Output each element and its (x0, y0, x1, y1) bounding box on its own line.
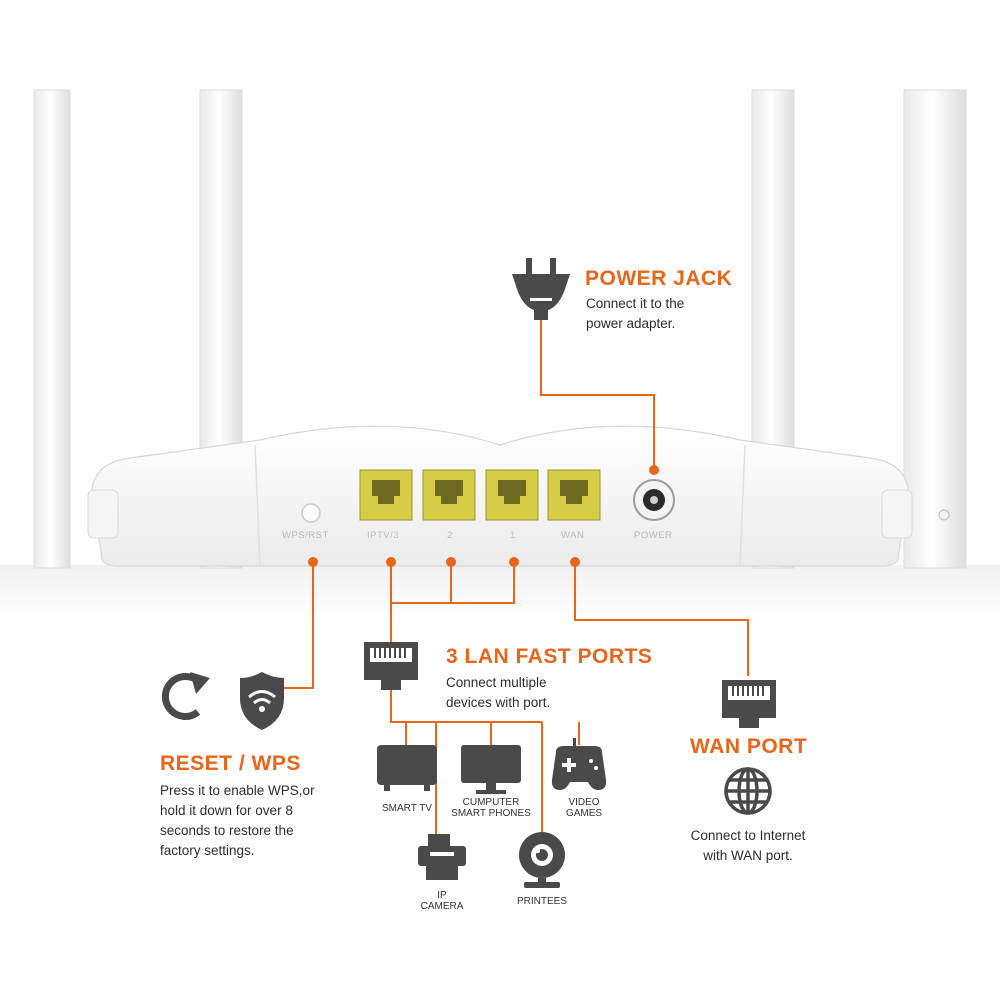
webcam-icon (519, 832, 565, 888)
port1-label: 1 (510, 530, 516, 541)
reset-wps-heading: RESET / WPS (160, 752, 301, 775)
ip-camera-label: IP CAMERA (420, 890, 464, 912)
power-jack[interactable] (633, 479, 675, 521)
video-games-label: VIDEO GAMES (565, 797, 603, 819)
power-label: POWER (634, 530, 673, 541)
port-2[interactable] (422, 469, 476, 521)
reset-wps-description: Press it to enable WPS,or hold it down f… (160, 783, 315, 858)
port2-label: 2 (447, 530, 453, 541)
connector-lines (282, 320, 749, 834)
gamepad-icon (551, 738, 607, 790)
lan-ethernet-icon (364, 642, 418, 690)
lan-heading: 3 LAN FAST PORTS (446, 645, 653, 668)
connector-dots (308, 465, 659, 567)
antenna-far-left (33, 89, 71, 569)
wan-description: Connect to Internet with WAN port. (690, 828, 806, 863)
power-jack-heading: POWER JACK (585, 267, 733, 290)
port-wan[interactable] (547, 469, 601, 521)
port-iptv3[interactable] (359, 469, 413, 521)
wifi-shield-icon (240, 672, 284, 730)
wan-ethernet-icon (722, 680, 776, 728)
iptv3-label: IPTV/3 (367, 530, 400, 541)
smart-tv-label: SMART TV (381, 803, 432, 814)
ip-camera-icon (418, 834, 466, 880)
port-1[interactable] (485, 469, 539, 521)
floor (0, 565, 1000, 620)
power-plug-icon (512, 258, 570, 320)
wan-heading: WAN PORT (690, 735, 808, 758)
antenna-far-right (903, 89, 967, 569)
printees-label: PRINTEES (516, 896, 567, 907)
wan-label: WAN (561, 530, 585, 541)
lan-description: Connect multiple devices with port. (446, 675, 551, 710)
power-jack-description: Connect it to the power adapter. (586, 296, 685, 331)
wps-rst-label: WPS/RST (282, 530, 329, 541)
reset-icon (161, 672, 210, 720)
globe-icon (724, 767, 772, 815)
wps-rst-button[interactable] (301, 503, 321, 523)
computer-icon (461, 745, 521, 794)
smart-tv-icon (377, 745, 437, 791)
computer-label: CUMPUTER SMART PHONES (451, 797, 531, 819)
